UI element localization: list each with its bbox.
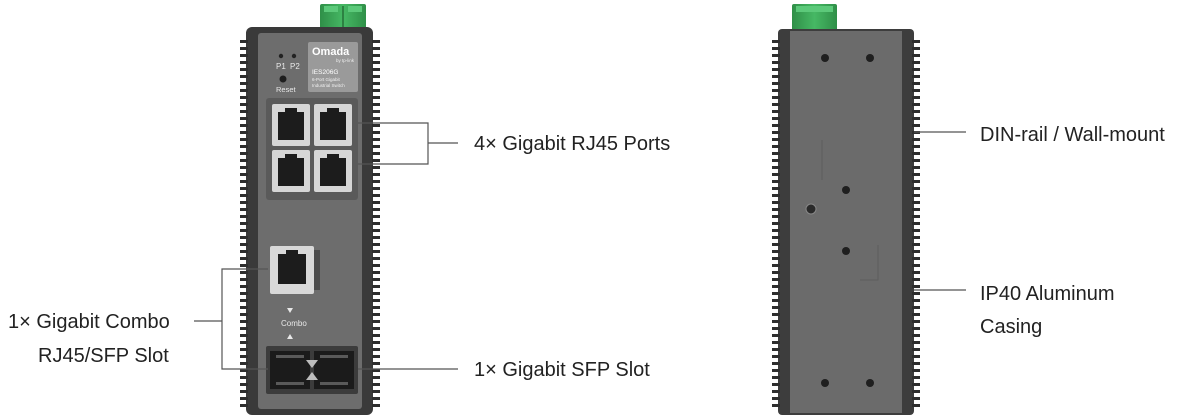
rj45-port — [314, 150, 352, 192]
brand-logo: Omada — [312, 46, 350, 58]
arrow-up-icon — [287, 334, 293, 339]
callout-sfp-slot: 1× Gigabit SFP Slot — [474, 359, 650, 381]
callout-ip40-line1: IP40 Aluminum — [980, 283, 1115, 305]
sfp-slots — [266, 346, 358, 394]
rj45-port — [314, 104, 352, 146]
callout-ip40-line2: Casing — [980, 316, 1043, 338]
casing-fins — [240, 40, 380, 407]
ground-screw-icon — [805, 203, 817, 215]
callout-din-rail: DIN-rail / Wall-mount — [980, 124, 1165, 146]
side-casing-fins — [772, 40, 920, 407]
rj45-port — [272, 150, 310, 192]
combo-label: Combo — [281, 319, 307, 328]
reset-button[interactable] — [279, 75, 287, 83]
rj45-ports-group — [272, 104, 352, 192]
model-name: IES206G — [312, 69, 338, 76]
mounting-holes — [821, 54, 874, 387]
side-panel — [790, 31, 902, 413]
callout-rj45-ports: 4× Gigabit RJ45 Ports — [474, 133, 671, 155]
side-view-switch — [772, 4, 920, 415]
brand-sub: by tp-link — [336, 58, 355, 63]
front-view-switch: P1 P2 Reset Omada by tp-link IES206G 6-P… — [240, 4, 380, 415]
callout-combo-line1: 1× Gigabit Combo — [8, 311, 170, 333]
led-p1-label: P1 — [276, 62, 286, 71]
brand-plate — [308, 42, 358, 92]
arrow-down-icon — [287, 308, 293, 313]
model-desc-1: 6-Port Gigabit — [312, 77, 341, 82]
rj45-port — [272, 104, 310, 146]
led-p2-label: P2 — [290, 62, 300, 71]
front-leader-lines — [194, 122, 458, 370]
side-leader-lines — [914, 131, 966, 291]
reset-label: Reset — [276, 85, 297, 94]
callout-combo-line2: RJ45/SFP Slot — [38, 345, 169, 367]
model-desc-2: Industrial Switch — [312, 83, 345, 88]
power-terminal-block — [320, 4, 366, 29]
led-p1-icon — [278, 53, 284, 59]
led-p2-icon — [291, 53, 297, 59]
side-terminal-block — [792, 4, 837, 31]
